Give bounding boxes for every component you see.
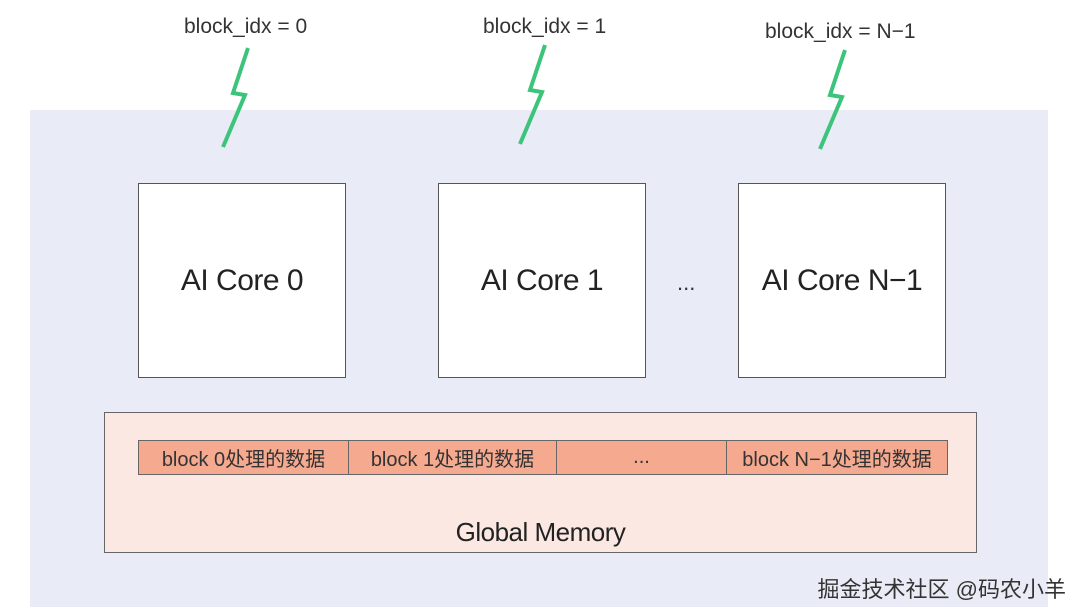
memory-segment-n: block N−1处理的数据 [726, 440, 948, 475]
global-memory-box: Global Memory [104, 412, 977, 553]
ai-core-n: AI Core N−1 [738, 183, 946, 378]
block-label-0: block_idx = 0 [184, 15, 308, 38]
memory-segment-0: block 0处理的数据 [138, 440, 349, 475]
memory-segment-ellipsis: ... [556, 440, 727, 475]
ai-core-0: AI Core 0 [138, 183, 346, 378]
memory-segment-1: block 1处理的数据 [348, 440, 557, 475]
global-memory-title: Global Memory [455, 517, 626, 547]
watermark: 掘金技术社区 @码农小羊 [817, 577, 1066, 602]
ai-core-1: AI Core 1 [438, 183, 646, 378]
lightning-icon-0 [221, 47, 250, 148]
core-ellipsis: ... [677, 270, 696, 295]
lightning-icon-1 [518, 44, 547, 145]
block-label-n: block_idx = N−1 [765, 20, 916, 43]
block-label-1: block_idx = 1 [483, 15, 607, 38]
lightning-icon-n [818, 49, 847, 150]
